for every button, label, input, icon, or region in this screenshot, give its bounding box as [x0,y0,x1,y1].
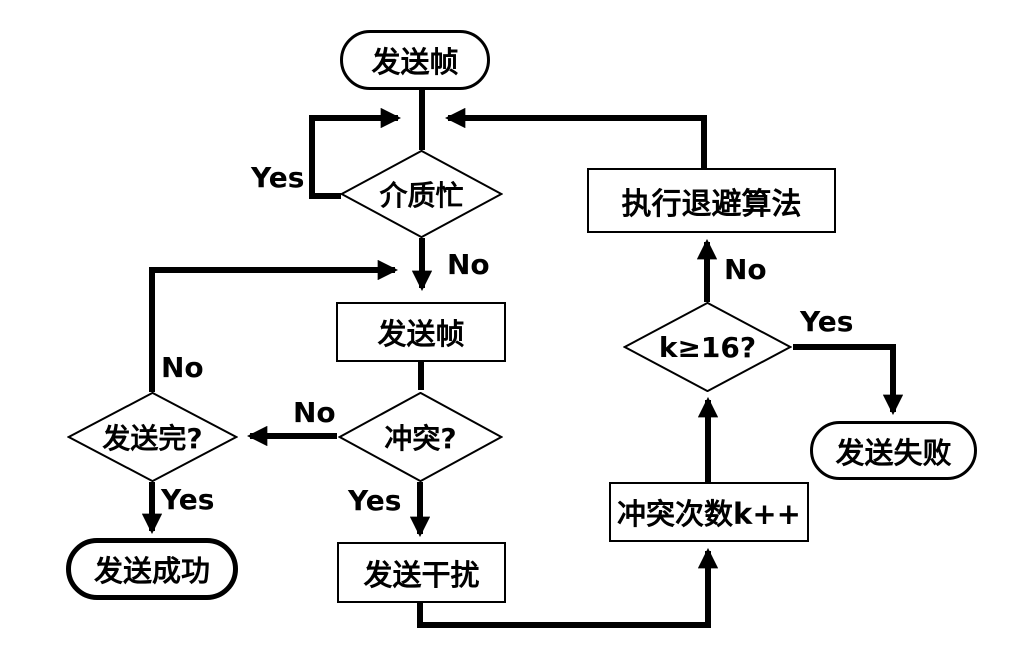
node-send-fail: 发送失败 [810,421,977,480]
edge-send-done-no [149,259,399,392]
edge-label-medium-busy-yes: Yes [251,161,305,194]
node-collision-count: 冲突次数k++ [609,482,809,542]
diamond-shape [67,392,238,482]
edge-label-send-done-yes: Yes [161,483,215,516]
edge-label-send-done-no: No [161,351,204,384]
edge-medium-busy-yes [309,107,402,199]
edge-backoff-to-junction [444,107,707,168]
node-send-done: 发送完? [67,392,238,482]
node-send-success-label: 发送成功 [93,554,210,588]
node-send-jam: 发送干扰 [337,542,506,603]
node-k-check-label: k≥16? [658,330,757,364]
node-collision-count-label: 冲突次数k++ [617,497,801,531]
node-backoff-label: 执行退避算法 [621,186,802,222]
node-send-fail-label: 发送失败 [835,435,952,470]
node-medium-busy-label: 介质忙 [379,179,464,212]
edge-label-k-check-no: No [724,253,767,286]
edge-label-collision-yes: Yes [348,484,402,517]
edge-label-collision-no: No [293,396,336,429]
node-collision: 冲突? [338,392,503,482]
node-send-success: 发送成功 [66,538,238,600]
node-send-frame-label: 发送帧 [377,317,465,351]
diamond-shape [340,150,503,238]
node-send-frame: 发送帧 [336,302,506,362]
node-backoff: 执行退避算法 [587,168,836,233]
diamond-shape [338,392,503,482]
node-send-jam-label: 发送干扰 [363,557,480,592]
node-medium-busy: 介质忙 [340,150,503,238]
node-start-label: 发送帧 [371,45,459,79]
node-send-done-label: 发送完? [102,422,203,455]
edge-send-jam-to-collision-count [417,547,719,628]
edge-label-medium-busy-no: No [447,248,490,281]
node-start: 发送帧 [340,30,490,90]
node-collision-label: 冲突? [384,422,457,455]
node-k-check: k≥16? [623,302,792,392]
edge-label-k-check-yes: Yes [800,305,854,338]
diamond-shape [623,302,792,392]
edge-k-check-yes [793,344,904,416]
